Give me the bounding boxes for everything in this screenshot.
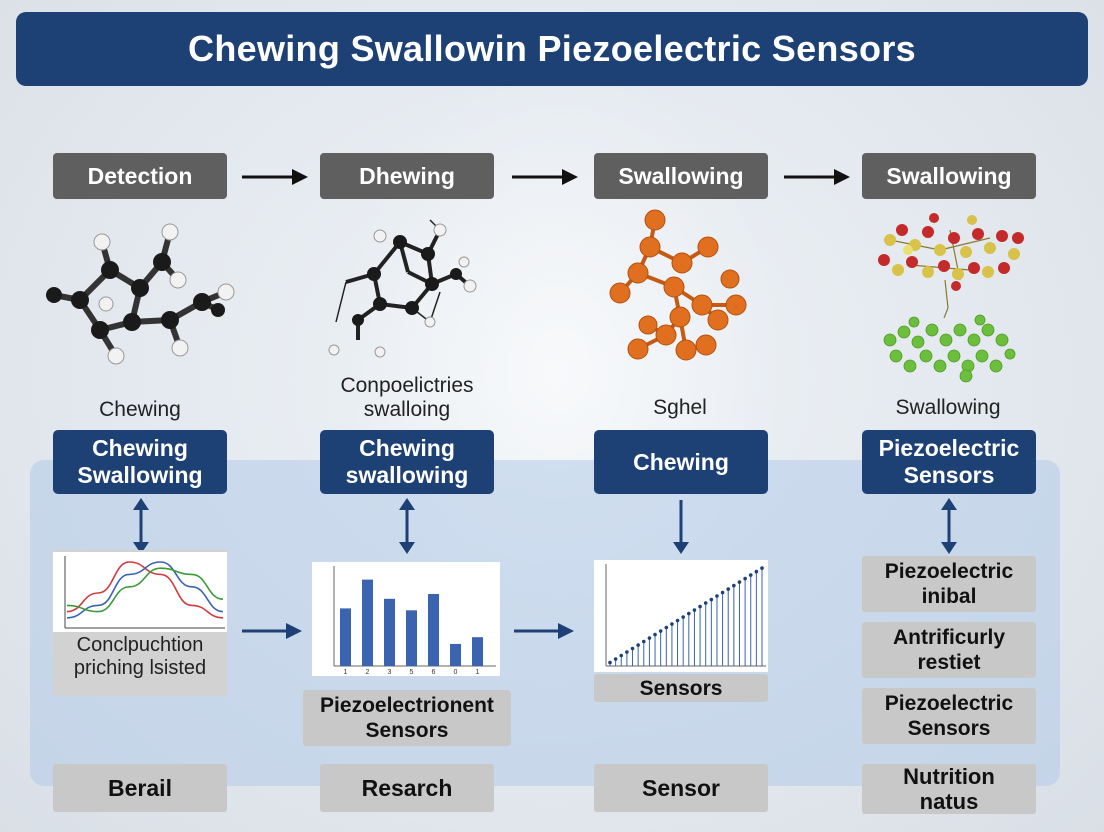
line-series-2 xyxy=(66,561,224,619)
stem-point xyxy=(653,632,657,637)
stem-point xyxy=(687,611,691,616)
stem-point xyxy=(625,650,629,654)
stem-point xyxy=(692,608,697,612)
flow-arrow-1 xyxy=(242,169,308,185)
flow-step-swallowing-2[interactable]: Swallowing xyxy=(862,153,1036,199)
stem-point xyxy=(737,580,742,584)
category-box-chewing[interactable]: Chewing xyxy=(594,430,768,494)
flow-step-dhewing[interactable]: Dhewing xyxy=(320,153,494,199)
bar-tick-label: 3 xyxy=(388,669,392,676)
stem-point xyxy=(658,629,663,633)
stem-point xyxy=(619,653,624,658)
bar xyxy=(362,579,373,666)
bottom-box-sensor[interactable]: Sensor xyxy=(594,764,768,812)
stem-point xyxy=(709,597,714,602)
caption-conpoelictries: Conpoelictries swalloing xyxy=(340,374,474,421)
stem-chart-caption: Sensors xyxy=(594,674,768,702)
molecule-icon-hexagonal xyxy=(46,223,235,365)
stem-point xyxy=(732,583,736,588)
stem-point xyxy=(748,573,753,577)
caption-sghel: Sghel xyxy=(653,396,707,419)
bar xyxy=(428,594,439,666)
stem-point xyxy=(760,566,764,570)
line-chart xyxy=(53,552,227,632)
down-arrow xyxy=(673,500,689,554)
stack-box-antrificurly[interactable]: Antrificurly restiet xyxy=(862,622,1036,678)
bottom-box-resarch[interactable]: Resarch xyxy=(320,764,494,812)
bar xyxy=(450,643,461,666)
molecule-icon-bicyclic xyxy=(328,219,477,358)
panel-arrow-1 xyxy=(242,623,302,639)
bar-chart-caption: Piezoelectrionent Sensors xyxy=(303,690,511,746)
stem-point xyxy=(613,657,618,661)
bar xyxy=(406,610,417,666)
flow-arrow-3 xyxy=(784,169,850,185)
line-chart-caption: Conclpuchtion priching lsisted xyxy=(73,634,207,679)
bar-tick-label: 0 xyxy=(454,669,458,676)
double-arrow-1 xyxy=(133,498,149,554)
stack-box-piezoelectric-inibal[interactable]: Piezoelectric inibal xyxy=(862,556,1036,612)
bottom-box-berail[interactable]: Berail xyxy=(53,764,227,812)
category-box-chewing-swallowing[interactable]: Chewing Swallowing xyxy=(53,430,227,494)
category-box-chewing-swallowing-2[interactable]: Chewing swallowing xyxy=(320,430,494,494)
flow-arrow-2 xyxy=(512,169,578,185)
bar-tick-label: 6 xyxy=(432,669,436,676)
bar xyxy=(340,608,351,666)
bottom-box-nutrition-natus[interactable]: Nutrition natus xyxy=(862,764,1036,814)
stem-point xyxy=(636,643,640,647)
panel-arrow-2 xyxy=(514,623,574,639)
stem-point xyxy=(641,639,646,644)
bar xyxy=(384,598,395,666)
flow-step-detection[interactable]: Detection xyxy=(53,153,227,199)
stem-point xyxy=(743,576,747,581)
page-title: Chewing Swallowin Piezoelectric Sensors xyxy=(16,12,1088,86)
molecule-icon-orange-chain xyxy=(609,209,747,361)
stem-point xyxy=(715,594,719,598)
stem-point xyxy=(698,604,702,609)
flow-step-swallowing[interactable]: Swallowing xyxy=(594,153,768,199)
stem-chart xyxy=(594,560,768,672)
stem-point xyxy=(608,660,612,665)
bar xyxy=(472,637,483,666)
molecule-icon-clusters xyxy=(878,213,1024,383)
bar-tick-label: 1 xyxy=(344,669,348,676)
stem-point xyxy=(647,636,652,640)
double-arrow-3 xyxy=(941,498,957,554)
caption-swallowing: Swallowing xyxy=(895,396,1001,419)
bar-tick-label: 2 xyxy=(366,669,370,676)
stem-point xyxy=(681,615,685,619)
line-series-3 xyxy=(66,567,224,613)
stem-point xyxy=(726,587,731,591)
stem-point xyxy=(664,625,669,630)
bar-chart: 1 2 3 5 6 0 1 xyxy=(312,562,500,676)
stem-point xyxy=(754,569,759,574)
stack-box-piezoelectric-sensors[interactable]: Piezoelectric Sensors xyxy=(862,688,1036,744)
stem-point xyxy=(670,622,674,626)
caption-chewing: Chewing xyxy=(99,398,181,421)
category-box-piezoelectric-sensors[interactable]: Piezoelectric Sensors xyxy=(862,430,1036,494)
double-arrow-2 xyxy=(399,498,415,554)
bar-tick-label: 1 xyxy=(476,669,480,676)
bar-tick-label: 5 xyxy=(410,669,414,676)
stem-point xyxy=(703,601,708,605)
stem-point xyxy=(675,618,680,623)
stem-point xyxy=(630,646,635,651)
stem-point xyxy=(720,590,725,595)
